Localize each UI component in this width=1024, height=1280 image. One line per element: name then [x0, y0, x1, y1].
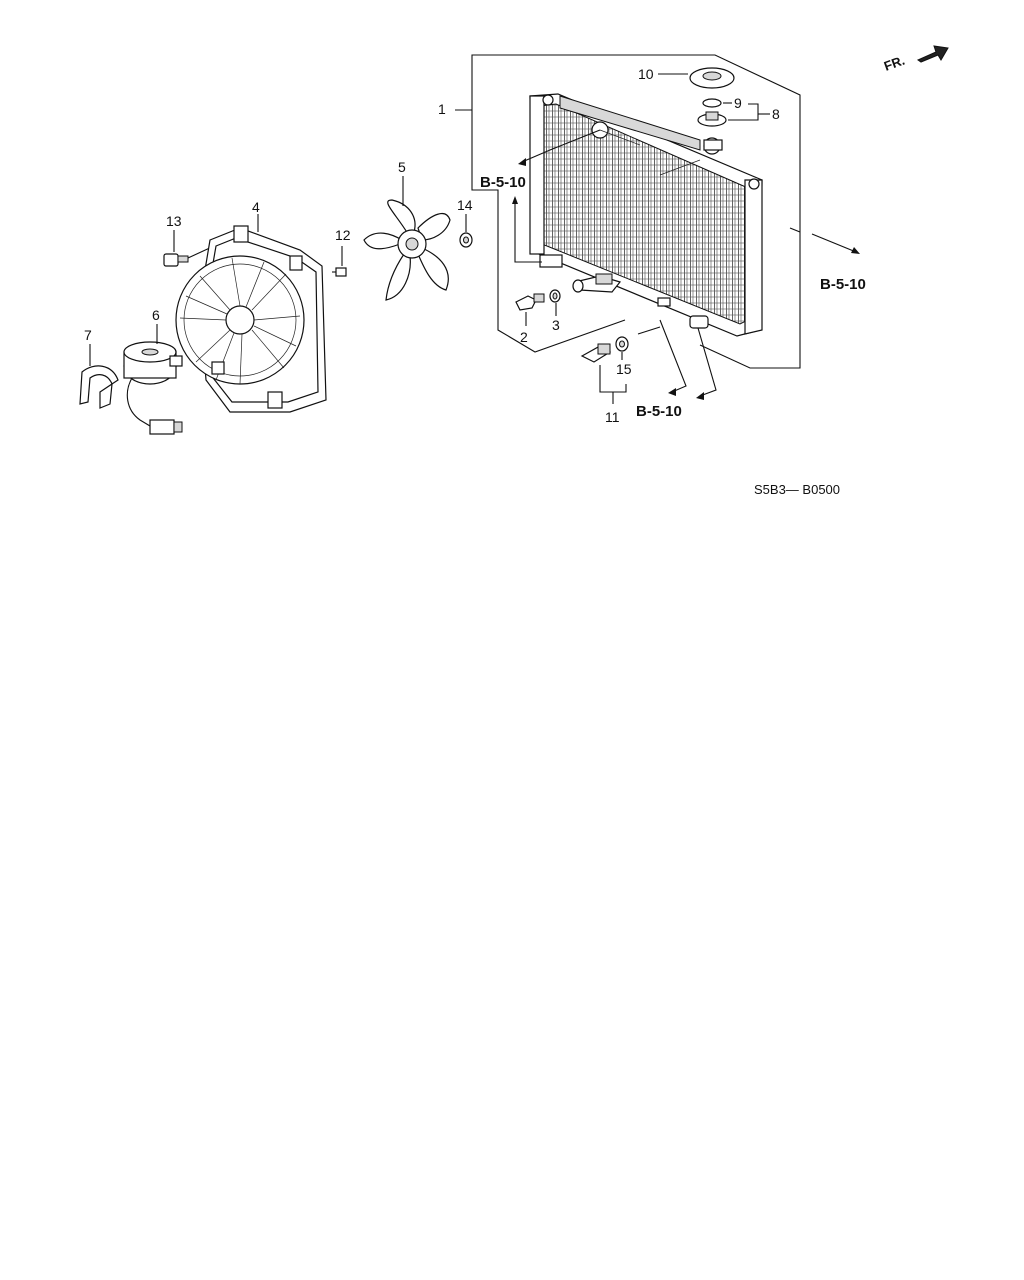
part-2-drain-plug: 2	[515, 293, 545, 345]
fan-motor-icon: 6	[123, 307, 183, 435]
reference-bottom: B-5-10	[636, 319, 717, 420]
callout-13: 13	[166, 213, 182, 229]
callout-5: 5	[398, 159, 406, 175]
callout-8: 8	[772, 106, 780, 122]
callout-2: 2	[520, 329, 528, 345]
front-label: FR.	[882, 53, 907, 74]
callout-14: 14	[457, 197, 473, 213]
callout-4: 4	[252, 199, 260, 215]
ref-b-5-10-left: B-5-10	[480, 174, 526, 191]
callout-10: 10	[638, 66, 654, 82]
ref-b-5-10-bottom: B-5-10	[636, 403, 682, 420]
diagram-code: S5B3— B0500	[754, 482, 840, 497]
part-3-o-ring: 3	[549, 289, 561, 333]
assembly-bracket-1	[455, 54, 801, 369]
reference-right: B-5-10	[789, 227, 866, 293]
reference-left: B-5-10	[480, 129, 601, 263]
drain-plug-assembly	[572, 273, 622, 293]
part-15-washer: 15	[615, 336, 632, 377]
part-11-thermo-switch: 11	[580, 343, 627, 425]
callout-9: 9	[734, 95, 742, 111]
callout-3: 3	[552, 317, 560, 333]
callout-11: 11	[605, 409, 620, 425]
radiator-icon	[529, 93, 763, 337]
front-arrow-indicator: FR.	[882, 45, 949, 74]
arrow-icon	[916, 45, 949, 63]
part-7-motor-bracket: 7	[79, 327, 119, 409]
callout-12: 12	[335, 227, 351, 243]
part-13-bolt: 13	[163, 213, 215, 267]
callout-1: 1	[438, 101, 446, 117]
callout-7: 7	[84, 327, 92, 343]
part-12-bolt: 12	[332, 227, 351, 277]
fan-blade-icon: 5	[363, 159, 451, 301]
part-8-radiator-cap: 8	[697, 103, 780, 127]
fan-shroud-icon: 4	[175, 199, 327, 413]
ref-b-5-10-right: B-5-10	[820, 276, 866, 293]
callout-15: 15	[616, 361, 632, 377]
part-10-rubber-pad: 10	[638, 66, 735, 89]
part-14-nut: 14	[457, 197, 473, 248]
part-9-seal: 9	[702, 95, 742, 111]
callout-6: 6	[152, 307, 160, 323]
